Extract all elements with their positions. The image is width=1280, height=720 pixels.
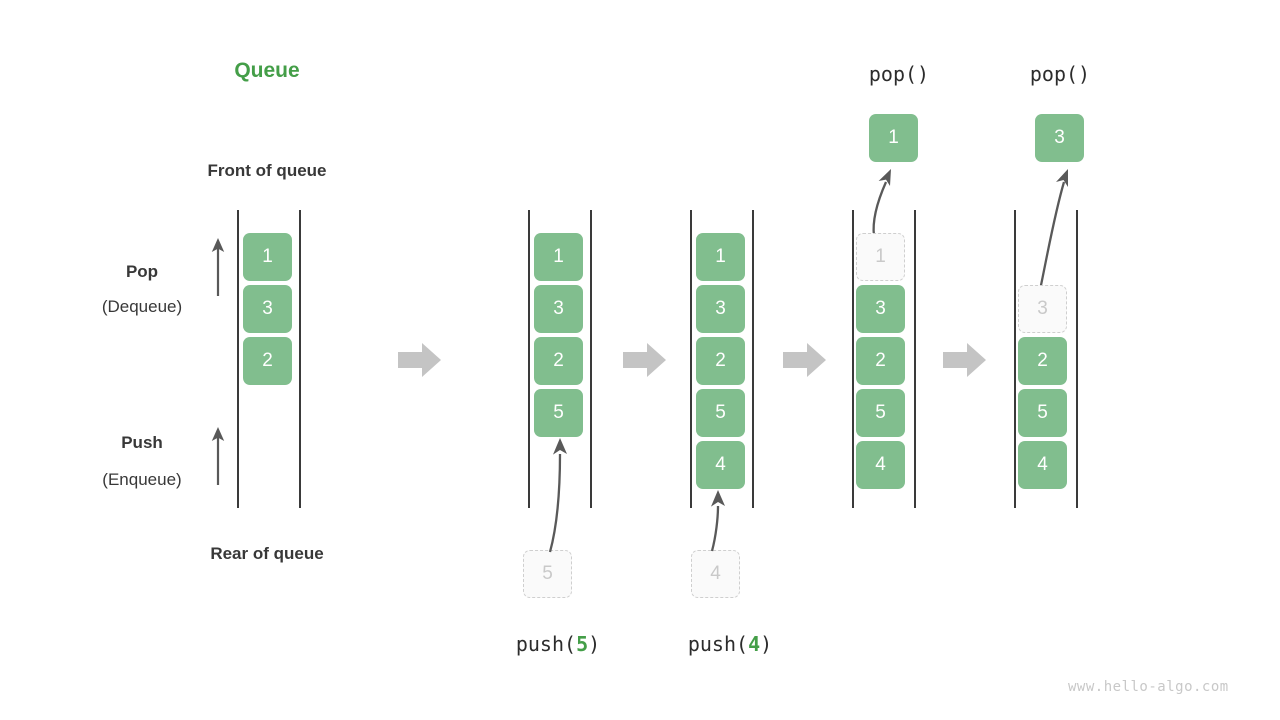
queue-cell: 5 xyxy=(696,389,745,437)
push-sublabel: (Enqueue) xyxy=(102,470,182,489)
push-argument: 4 xyxy=(748,632,761,656)
front-of-queue-label: Front of queue xyxy=(207,161,327,180)
push-label: Push xyxy=(121,433,163,452)
transition-arrow-icon xyxy=(783,343,826,377)
queue-rail-left-4 xyxy=(852,210,854,508)
queue-cell: 1 xyxy=(534,233,583,281)
transition-arrow-icon xyxy=(943,343,986,377)
queue-rail-left-3 xyxy=(690,210,692,508)
pop-flow-arrow xyxy=(1038,169,1068,291)
queue-cell: 2 xyxy=(243,337,292,385)
push-flow-arrow xyxy=(548,438,567,553)
queue-cell: 1 xyxy=(243,233,292,281)
queue-cell: 5 xyxy=(856,389,905,437)
pop-direction-arrow xyxy=(211,238,225,296)
queue-cell: 3 xyxy=(696,285,745,333)
queue-cell: 3 xyxy=(243,285,292,333)
queue-cell: 4 xyxy=(696,441,745,489)
push-4-operation-label: push(4) xyxy=(688,632,772,656)
pop-sublabel: (Dequeue) xyxy=(101,297,183,316)
queue-rail-right-2 xyxy=(590,210,592,508)
queue-cell: 2 xyxy=(1018,337,1067,385)
push-argument: 5 xyxy=(576,632,589,656)
push-flow-arrow xyxy=(710,490,725,552)
queue-cell: 5 xyxy=(1018,389,1067,437)
pop-operation-label-2: pop() xyxy=(1029,62,1091,86)
queue-cell: 2 xyxy=(856,337,905,385)
push-5-operation-label: push(5) xyxy=(516,632,600,656)
diagram-title: Queue xyxy=(234,59,300,82)
queue-rail-left-2 xyxy=(528,210,530,508)
queue-rail-left-5 xyxy=(1014,210,1016,508)
incoming-element-ghost: 4 xyxy=(691,550,740,598)
popped-element: 3 xyxy=(1035,114,1084,162)
transition-arrow-icon xyxy=(623,343,666,377)
transition-arrow-icon xyxy=(398,343,441,377)
queue-cell: 2 xyxy=(534,337,583,385)
queue-cell: 2 xyxy=(696,337,745,385)
pop-flow-arrow xyxy=(872,169,891,237)
queue-cell: 4 xyxy=(856,441,905,489)
queue-rail-right-1 xyxy=(299,210,301,508)
push-prefix: push( xyxy=(515,632,577,656)
push-suffix: ) xyxy=(760,632,773,656)
pop-label: Pop xyxy=(125,262,159,281)
push-prefix: push( xyxy=(687,632,749,656)
rear-of-queue-label: Rear of queue xyxy=(210,544,324,563)
popped-element: 1 xyxy=(869,114,918,162)
incoming-element-ghost: 5 xyxy=(523,550,572,598)
queue-cell: 1 xyxy=(696,233,745,281)
push-direction-arrow xyxy=(211,427,225,485)
pop-operation-label-1: pop() xyxy=(868,62,930,86)
queue-rail-right-5 xyxy=(1076,210,1078,508)
watermark: www.hello-algo.com xyxy=(1068,679,1229,695)
queue-rail-right-3 xyxy=(752,210,754,508)
queue-rail-right-4 xyxy=(914,210,916,508)
queue-cell: 3 xyxy=(856,285,905,333)
queue-cell: 4 xyxy=(1018,441,1067,489)
queue-cell: 3 xyxy=(534,285,583,333)
queue-cell-ghost: 3 xyxy=(1018,285,1067,333)
push-suffix: ) xyxy=(588,632,601,656)
queue-rail-left-1 xyxy=(237,210,239,508)
queue-cell: 5 xyxy=(534,389,583,437)
queue-cell-ghost: 1 xyxy=(856,233,905,281)
